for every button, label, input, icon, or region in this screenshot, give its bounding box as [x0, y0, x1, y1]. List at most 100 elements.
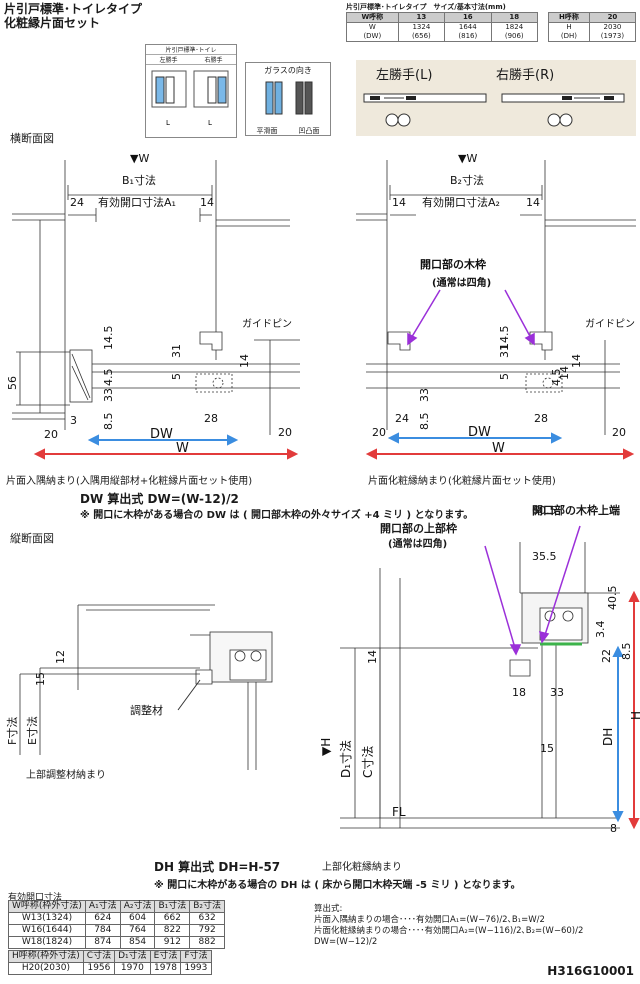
eff-cell: 784	[84, 924, 121, 937]
effective-table-caption: 有効開口寸法	[8, 893, 63, 903]
vr-fl: FL	[392, 805, 406, 819]
left-14-5: 14.5	[102, 326, 115, 351]
vr-22: 22	[600, 649, 613, 663]
h-table-cell: 1956	[82, 962, 116, 975]
vertical-right-caption: 上部化粧縁納まり	[322, 862, 402, 873]
vr-d-dim: D₁寸法	[339, 740, 353, 778]
vl-12: 12	[54, 650, 67, 664]
h-table-cell: H20(2030)	[8, 962, 84, 975]
thumb-right: 右勝手	[204, 57, 223, 64]
plan-section-drawing: ▼W B₁寸法 有効開口寸法A₁ 24 14 ガイドピン 14.5 31 5 4…	[6, 152, 636, 460]
left-5: 5	[170, 373, 183, 380]
right-14b: 14	[526, 196, 540, 209]
height-dimension-table: H呼称(枠外寸法) C寸法 D₁寸法 E寸法 F寸法 H20(2030) 195…	[8, 950, 212, 975]
left-8-5: 8.5	[102, 413, 115, 431]
eff-cell: W18(1824)	[8, 936, 86, 949]
w-header: W呼称	[346, 12, 399, 23]
right-guide-pin: ガイドピン	[585, 318, 635, 330]
right-dw: DW	[468, 425, 491, 440]
eff-cell: 604	[119, 912, 156, 925]
eff-cell: 624	[84, 912, 121, 925]
left-w-arrow	[33, 448, 299, 460]
eff-header: A₁寸法	[84, 900, 121, 913]
door-thumbnails: L L	[151, 70, 229, 127]
vr-33: 33	[550, 686, 564, 699]
document-code: H316G10001	[547, 964, 634, 978]
calc-line-2: 片面化粧縁納まりの場合････有効開口A₂=(W−116)/2､B₂=(W−60…	[314, 926, 584, 936]
h-table-header: C寸法	[82, 950, 116, 963]
table-row: H20(2030) 1956 1970 1978 1993	[8, 962, 212, 975]
vr-35-5: 35.5	[532, 550, 557, 563]
eff-cell: 792	[189, 924, 226, 937]
right-14d: 14	[558, 366, 571, 380]
w-value: 1824 (906)	[490, 22, 539, 42]
h-arrow	[628, 590, 640, 830]
right-14c: 14	[570, 354, 583, 368]
right-b-dim: B₂寸法	[450, 173, 484, 187]
h-value: 2030 (1973)	[588, 22, 637, 42]
vl-f-dim: F寸法	[5, 717, 19, 745]
left-eff-dim: 有効開口寸法A₁	[98, 195, 176, 209]
top-edge-note: 開口部の木枠上端	[532, 504, 620, 517]
eff-cell: 912	[154, 936, 191, 949]
right-frame-note-1: 開口部の木枠	[420, 257, 486, 271]
vr-c-dim: C寸法	[361, 746, 375, 778]
calc-line-3: DW=(W−12)/2	[314, 937, 378, 947]
h-table-header: E寸法	[149, 950, 182, 963]
vr-3-4: 3.4	[594, 621, 607, 639]
w-value: 1324 (656)	[397, 22, 446, 42]
title-line-1: 片引戸標準･トイレタイプ	[4, 2, 143, 16]
top-frame-note-2: (通常は四角)	[388, 539, 448, 550]
w-row-label: W (DW)	[346, 22, 399, 42]
right-dw-arrow	[387, 432, 563, 444]
h-col: 20	[588, 12, 637, 23]
h-table-header: D₁寸法	[114, 950, 151, 963]
right-14-5: 14.5	[498, 326, 511, 351]
glass-icons	[265, 81, 313, 115]
right-leader-lines	[407, 289, 535, 346]
right-5: 5	[498, 373, 511, 380]
dw-formula: DW 算出式 DW=(W-12)/2	[80, 492, 239, 506]
eff-header: A₂寸法	[119, 900, 156, 913]
eff-cell: 882	[189, 936, 226, 949]
table-row: W16(1644) 784 764 822 792	[8, 924, 226, 937]
vr-18: 18	[512, 686, 526, 699]
vl-e-dim: E寸法	[25, 716, 39, 745]
left-20b: 20	[278, 426, 292, 439]
w-size-table: W呼称 13 16 18 W (DW) 1324 (656) 1644 (816…	[346, 12, 539, 42]
left-plan-caption: 片面入隅納まり(入隅用縦部材+化粧縁片面セット使用)	[6, 476, 253, 487]
h-row-label: H (DH)	[548, 22, 590, 42]
size-table-caption: 片引戸標準･トイレタイプ サイズ/基本寸法(mm)	[346, 3, 506, 11]
eff-cell: 632	[189, 912, 226, 925]
left-14: 14	[200, 196, 214, 209]
hand-right-label: 右勝手(R)	[496, 68, 555, 83]
h-table-header: H呼称(枠外寸法)	[8, 950, 84, 963]
calc-line-1: 片面入隅納まりの場合････有効開口A₁=(W−76)/2､B₁=W/2	[314, 915, 545, 925]
right-20a: 20	[372, 426, 386, 439]
vertical-left-drawing: 12 15 F寸法 E寸法 調整材	[5, 604, 273, 770]
w-col: 18	[490, 12, 539, 23]
eff-header: B₂寸法	[189, 900, 226, 913]
dh-arrow	[612, 645, 624, 823]
eff-cell: 822	[154, 924, 191, 937]
vr-8: 8	[610, 822, 617, 835]
left-dw-arrow	[87, 434, 239, 446]
table-row: W18(1824) 874 854 912 882	[8, 936, 226, 949]
right-28: 28	[534, 412, 548, 425]
vr-40-5: 40.5	[606, 586, 619, 611]
right-plan	[356, 160, 636, 435]
right-8-5: 8.5	[418, 413, 431, 431]
dh-note: ※ 開口に木枠がある場合の DH は ( 床から開口木枠天端 -5 ミリ ) と…	[154, 880, 521, 891]
left-guide-pin: ガイドピン	[242, 318, 292, 330]
vr-h-mark: ▼H	[319, 738, 333, 756]
hand-plan-icons	[363, 93, 625, 127]
h-size-table: H呼称 20 H (DH) 2030 (1973)	[548, 12, 637, 42]
right-14a: 14	[392, 196, 406, 209]
eff-cell: 662	[154, 912, 191, 925]
eff-cell: W16(1644)	[8, 924, 86, 937]
table-row: W13(1324) 624 604 662 632	[8, 912, 226, 925]
left-24: 24	[70, 196, 84, 209]
left-31: 31	[170, 344, 183, 358]
w-value: 1644 (816)	[444, 22, 492, 42]
right-frame-note-2: (通常は四角)	[432, 276, 491, 289]
